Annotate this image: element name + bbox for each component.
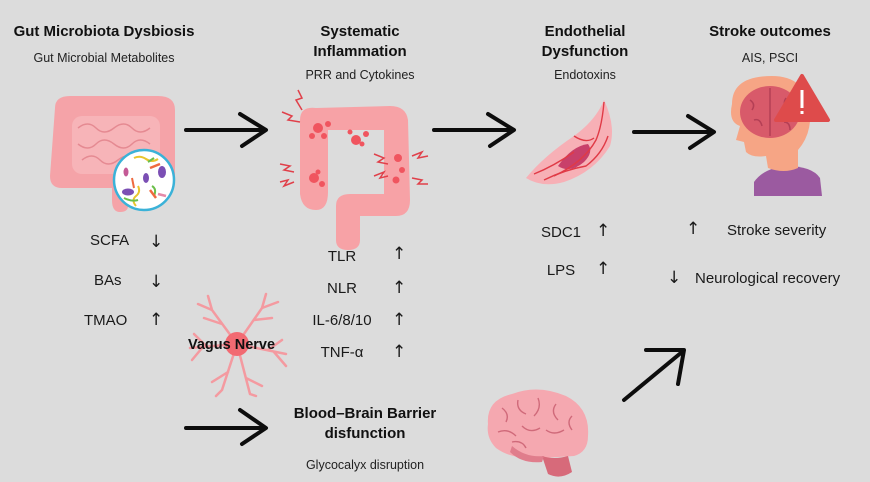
bbb-subtitle: Glycocalyx disruption	[305, 458, 425, 472]
stage-subtitle-ais-psci: AIS, PSCI	[741, 51, 799, 65]
title-line: Inflammation	[313, 43, 407, 60]
title-line: Systematic	[320, 23, 400, 40]
stage-title-inflammation: Systematic Inflammation	[290, 22, 430, 62]
marker-label: TLR	[327, 248, 357, 265]
direction-up-icon: ↑	[686, 219, 701, 239]
arrow-diagonal-icon	[622, 348, 686, 402]
microbes-icon	[112, 148, 176, 212]
direction-up-icon: ↑	[392, 342, 407, 362]
metabolite-label: BAs	[94, 272, 122, 289]
arrow-right-icon	[432, 112, 516, 148]
stage-subtitle-endotoxins: Endotoxins	[554, 68, 616, 82]
direction-down-icon: ↓	[667, 268, 682, 288]
marker-label: SDC1	[540, 224, 581, 241]
bbb-title: Blood–Brain Barrier disfunction	[290, 404, 440, 444]
direction-down-icon: ↓	[149, 232, 164, 252]
direction-up-icon: ↑	[392, 310, 407, 330]
stage-title-stroke: Stroke outcomes	[709, 23, 831, 40]
title-line: Blood–Brain Barrier	[293, 405, 437, 422]
head-brain-warning-icon	[731, 74, 830, 196]
arrow-right-icon	[184, 408, 268, 446]
title-line: Dysfunction	[541, 43, 629, 60]
marker-label: NLR	[326, 280, 357, 297]
metabolite-label: SCFA	[90, 232, 130, 249]
direction-up-icon: ↑	[149, 310, 164, 330]
arrow-right-icon	[184, 112, 268, 148]
blood-vessel-icon	[526, 100, 612, 185]
direction-up-icon: ↑	[392, 244, 407, 264]
marker-label: LPS	[546, 262, 576, 279]
direction-up-icon: ↑	[392, 278, 407, 298]
vagus-nerve-label: Vagus Nerve	[188, 337, 276, 353]
marker-label: IL-6/8/10	[312, 312, 372, 329]
neuron-icon	[188, 292, 288, 398]
outcome-label: Neurological recovery	[695, 270, 841, 287]
stage-title-gut-dysbiosis: Gut Microbiota Dysbiosis	[13, 23, 195, 40]
title-line: Endothelial	[544, 23, 626, 40]
stage-subtitle-prr: PRR and Cytokines	[305, 68, 415, 82]
stage-subtitle-metabolites: Gut Microbial Metabolites	[33, 51, 175, 65]
marker-label: TNF-α	[320, 344, 364, 361]
direction-up-icon: ↑	[596, 259, 611, 279]
outcome-label: Stroke severity	[727, 222, 827, 239]
direction-down-icon: ↓	[149, 272, 164, 292]
inflamed-intestine-icon	[279, 89, 429, 250]
brain-icon	[487, 389, 589, 477]
title-line: disfunction	[324, 425, 406, 442]
stage-title-endothelial: Endothelial Dysfunction	[520, 22, 650, 62]
arrow-right-icon	[632, 114, 716, 150]
direction-up-icon: ↑	[596, 221, 611, 241]
metabolite-label: TMAO	[84, 312, 128, 329]
